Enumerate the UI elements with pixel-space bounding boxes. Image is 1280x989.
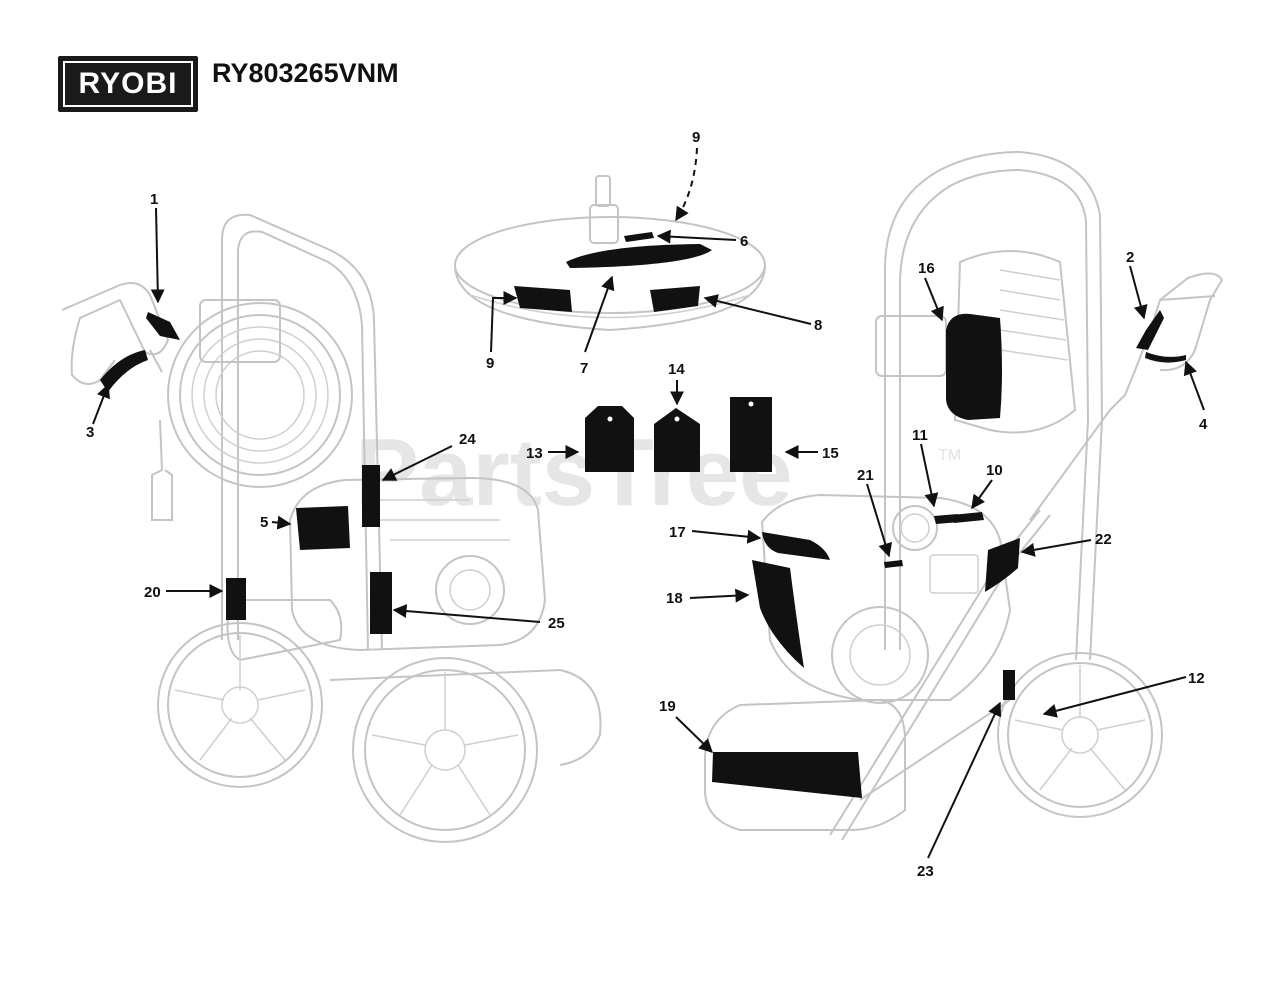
- callout-7: 7: [580, 360, 588, 377]
- decal-13-tag: [585, 406, 634, 472]
- decal-20-frame: [226, 578, 246, 620]
- leader-25: [392, 604, 541, 623]
- decal-6-cleaner-top: [624, 232, 654, 242]
- left-washer-decals: [100, 312, 392, 634]
- leader-5: [271, 515, 292, 530]
- leader-21: [866, 483, 893, 558]
- leader-11: [920, 443, 939, 508]
- decal-4-gun-trigger: [1145, 352, 1186, 363]
- callout-11: 11: [912, 427, 928, 444]
- logo-text: RYOBI: [78, 67, 178, 100]
- callout-12: 12: [1188, 670, 1205, 687]
- callout-4: 4: [1199, 416, 1208, 433]
- decal-19-base-front: [712, 752, 862, 798]
- callout-9-bottom: 9: [486, 355, 494, 372]
- leader-23: [927, 701, 1002, 859]
- decal-22-engine-corner: [985, 538, 1020, 592]
- leader-9-top: [675, 147, 698, 222]
- decal-2-gun-side: [1136, 310, 1164, 350]
- leader-3: [92, 383, 111, 425]
- decal-15-tag: [730, 397, 772, 472]
- callout-1: 1: [150, 191, 158, 208]
- decal-16-reel-cover: [946, 313, 1002, 420]
- decal-1-gun-side: [146, 312, 180, 340]
- callout-labels: 1 2 3 4 5 6 7 8 9 9 10 11 12 13 14 15 16…: [86, 129, 1208, 880]
- right-washer-decals: [712, 310, 1186, 798]
- leader-18: [689, 588, 750, 603]
- decal-23-tank: [1003, 670, 1015, 700]
- watermark: PartsTree: [355, 419, 793, 526]
- leader-16: [924, 277, 944, 322]
- leader-24: [381, 445, 453, 481]
- callout-10: 10: [986, 462, 1003, 479]
- decal-18-engine-panel: [752, 560, 804, 668]
- callout-25: 25: [548, 615, 565, 632]
- decal-17-engine-side: [762, 532, 830, 560]
- surface-cleaner-illustration: [454, 175, 766, 332]
- decal-14-hole: [674, 416, 680, 422]
- leader-7: [584, 275, 615, 353]
- callout-9-top: 9: [692, 129, 700, 146]
- callout-5: 5: [260, 514, 268, 531]
- left-washer-illustration: [61, 213, 602, 843]
- leader-8: [703, 294, 812, 325]
- callout-16: 16: [918, 260, 935, 277]
- callout-24: 24: [459, 431, 476, 448]
- logo-frame: RYOBI: [63, 61, 193, 107]
- leader-6: [656, 229, 737, 244]
- loose-decals: [585, 397, 772, 472]
- decal-7-cleaner-front: [566, 244, 712, 268]
- callout-22: 22: [1095, 531, 1112, 548]
- callout-15: 15: [822, 445, 839, 462]
- leader-1: [150, 207, 165, 304]
- model-number: RY803265VNM: [212, 58, 399, 88]
- callout-20: 20: [144, 584, 161, 601]
- surface-cleaner-decals: [514, 232, 712, 312]
- decal-24-frame-upper: [362, 465, 380, 527]
- decal-15-hole: [748, 401, 754, 407]
- leader-12: [1042, 676, 1187, 718]
- callout-6: 6: [740, 233, 748, 250]
- callout-18: 18: [666, 590, 683, 607]
- callout-13: 13: [526, 445, 543, 462]
- callout-21: 21: [857, 467, 874, 484]
- decal-14-tag: [654, 408, 700, 472]
- callout-3: 3: [86, 424, 94, 441]
- decal-10-engine-top: [952, 512, 984, 523]
- callout-19: 19: [659, 698, 676, 715]
- ryobi-logo: RYOBI: [58, 56, 198, 112]
- decal-5-engine-side: [296, 506, 350, 550]
- watermark-tm: TM: [938, 447, 961, 464]
- callout-8: 8: [814, 317, 822, 334]
- leader-lines: [92, 147, 1205, 859]
- callout-17: 17: [669, 524, 686, 541]
- leader-2: [1129, 265, 1148, 320]
- leader-19: [675, 716, 714, 753]
- leader-9-bottom: [490, 291, 518, 353]
- leader-4: [1183, 360, 1205, 411]
- decal-25-frame-lower: [370, 572, 392, 634]
- callout-2: 2: [1126, 249, 1134, 266]
- decal-3-gun-trigger: [100, 350, 148, 392]
- leader-22: [1020, 539, 1092, 557]
- leader-17: [691, 529, 762, 544]
- callout-14: 14: [668, 361, 685, 378]
- decal-21-engine-small: [884, 560, 903, 568]
- callout-23: 23: [917, 863, 934, 880]
- leader-10: [971, 479, 993, 510]
- decal-13-hole: [607, 416, 613, 422]
- decal-9-cleaner-left: [514, 286, 572, 312]
- decal-8-cleaner-right: [650, 286, 700, 312]
